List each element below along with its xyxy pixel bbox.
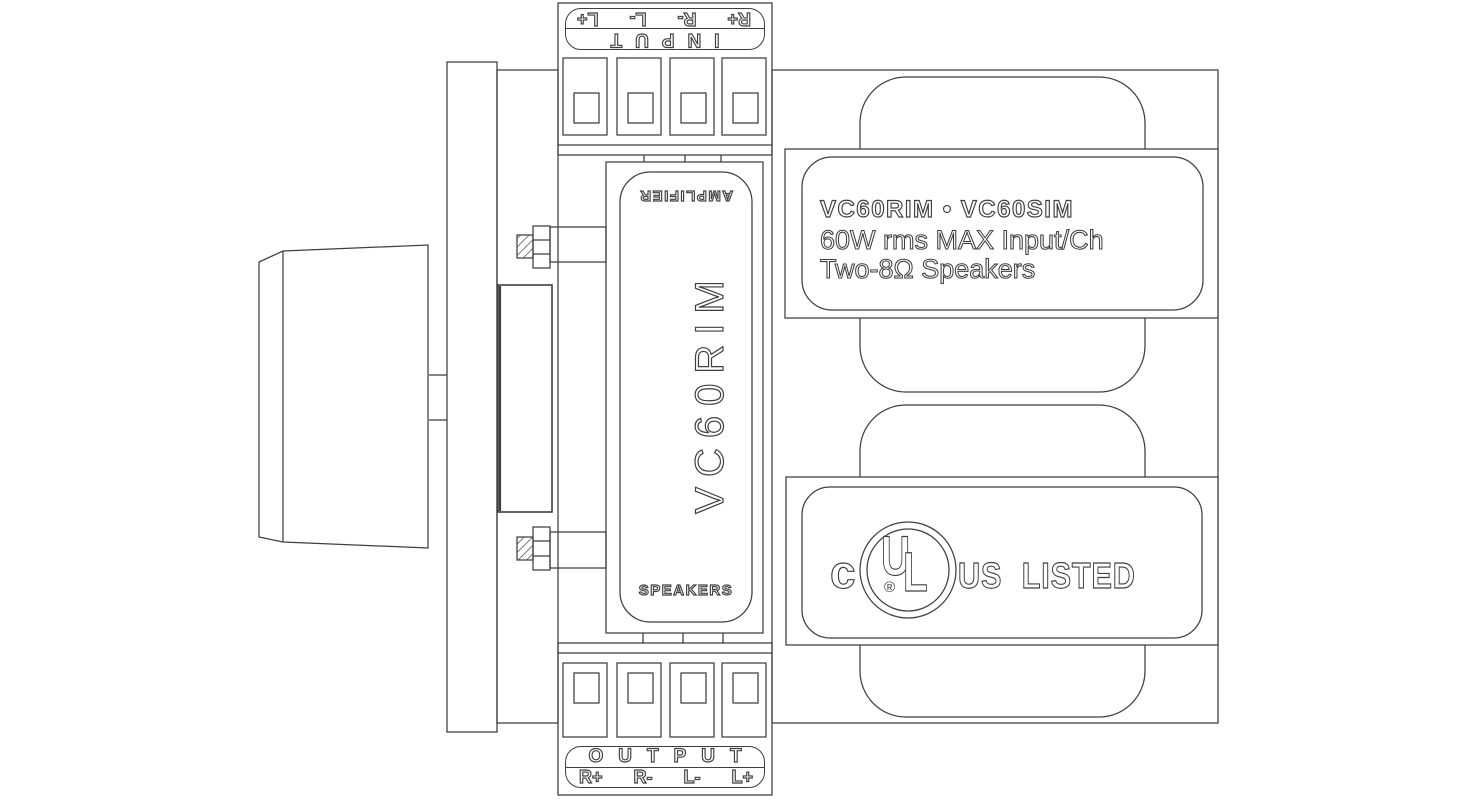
output-label-stadium: OUTPUT R+ R- L- L+ <box>565 745 765 788</box>
us-listed-text: US LISTED <box>958 555 1136 596</box>
spec-power-line: 60W rms MAX Input/Ch <box>819 225 1104 255</box>
pot-body <box>497 284 553 513</box>
knob-shaft <box>429 374 447 421</box>
module-label-outline <box>619 171 753 623</box>
right-body <box>771 69 1219 724</box>
rear-body <box>496 69 559 724</box>
mounting-plate-and-body <box>446 61 559 733</box>
mounting-screw-top <box>516 225 607 269</box>
input-pins-row: R+ R- L- L+ <box>566 8 764 29</box>
ul-c-letter: c <box>829 546 856 598</box>
ul-mark-inner-circle <box>866 528 950 612</box>
input-terminal-r-minus: R- <box>677 8 697 29</box>
module-body <box>605 155 764 643</box>
spec-models-line: VC60RIM • VC60SIM <box>819 196 1074 223</box>
input-terminal-block <box>557 2 773 156</box>
module-bottom-tabs <box>642 633 724 643</box>
input-word-row: INPUT <box>566 28 764 51</box>
spec-speakers-line: Two-8Ω Speakers <box>819 254 1036 284</box>
amplifier-end-label: AMPLIFIER <box>638 186 734 204</box>
mounting-plate <box>446 61 498 733</box>
module-top-tabs <box>643 155 722 162</box>
mounting-screw-bottom <box>516 526 607 571</box>
ul-label-outline <box>801 486 1203 639</box>
input-terminal-r-plus: R+ <box>727 8 752 29</box>
registered-trademark-icon: ® <box>884 579 896 596</box>
input-label: INPUT <box>597 28 720 50</box>
speakers-end-label: SPEAKERS <box>638 582 734 599</box>
output-terminal-l-minus: L- <box>683 766 701 787</box>
output-word-row: OUTPUT <box>566 745 764 768</box>
output-terminal-r-minus: R- <box>633 766 653 787</box>
output-pins-row: R+ R- L- L+ <box>566 766 764 787</box>
output-terminal-r-plus: R+ <box>578 766 603 787</box>
input-label-stadium: INPUT R+ R- L- L+ <box>565 8 765 51</box>
spec-label-outline <box>801 156 1204 311</box>
input-terminal-l-minus: L- <box>629 8 647 29</box>
knob-side-view <box>258 244 447 549</box>
output-terminal-block <box>557 642 773 796</box>
ul-u-letter: U <box>881 524 911 587</box>
model-name-vertical: VC60RIM <box>687 270 732 515</box>
ul-l-letter: L <box>903 540 928 603</box>
input-terminal-l-plus: L+ <box>576 8 599 29</box>
ul-mark-outer-circle <box>859 521 957 619</box>
output-terminal-l-plus: L+ <box>731 766 754 787</box>
spec-label: VC60RIM • VC60SIM 60W rms MAX Input/Ch T… <box>819 196 1104 285</box>
output-label: OUTPUT <box>588 745 757 767</box>
